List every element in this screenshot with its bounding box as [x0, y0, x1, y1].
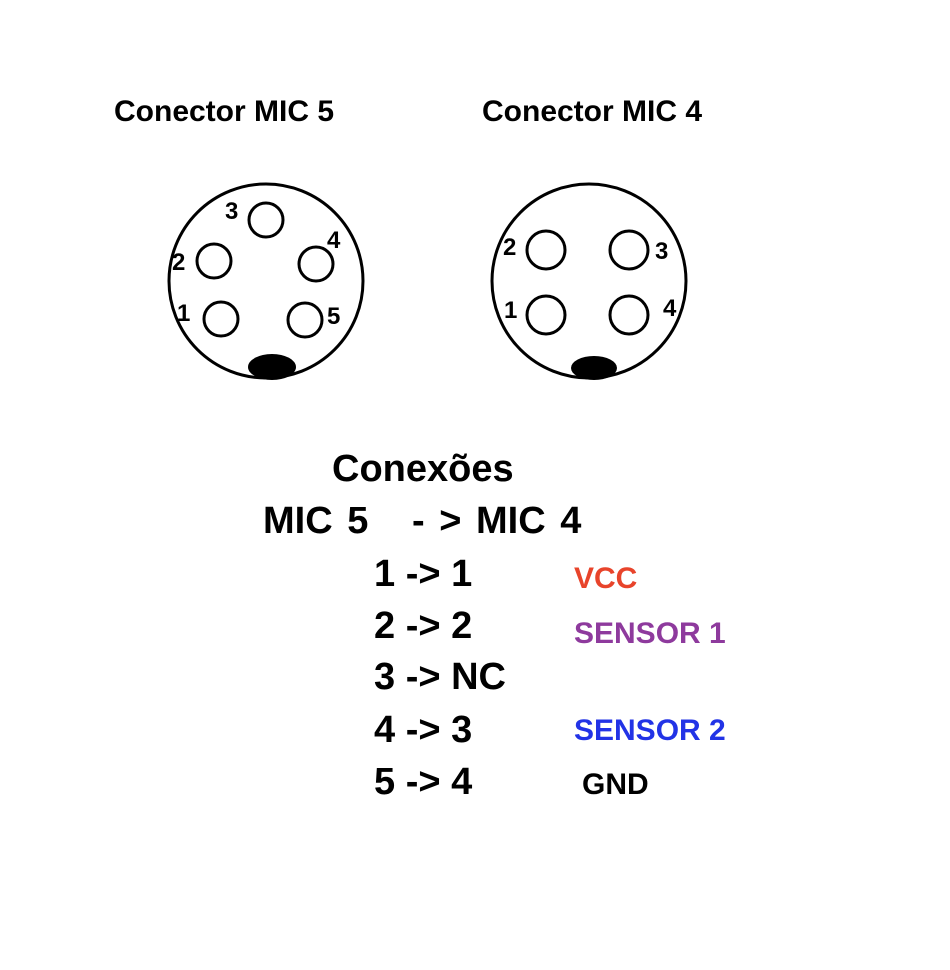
mic5-pin-label-3: 3	[225, 198, 238, 225]
mic4-pin-4	[608, 294, 650, 336]
mic5-connector: 1 2 3 4 5	[167, 182, 365, 380]
connection-pair-4: 4 -> 3	[374, 709, 473, 751]
connection-pair-1: 1 -> 1	[374, 553, 473, 595]
mic4-body	[490, 182, 688, 380]
mic5-pin-label-1: 1	[177, 300, 190, 327]
mic5-pin-1	[202, 300, 240, 338]
mic5-pin-label-5: 5	[327, 303, 340, 330]
signal-label-sensor-1: SENSOR 1	[574, 617, 726, 650]
mic4-key-notch	[571, 356, 617, 380]
mic5-connector-title: Conector MIC 5	[114, 95, 335, 128]
mic5-pin-label-4: 4	[327, 227, 341, 254]
connection-pair-5: 5 -> 4	[374, 761, 473, 803]
connection-pair-2: 2 -> 2	[374, 605, 473, 647]
signal-label-vcc: VCC	[574, 562, 638, 595]
mic4-pin-3	[608, 229, 650, 271]
mic4-connector-title: Conector MIC 4	[482, 95, 703, 128]
mic4-pin-label-2: 2	[503, 234, 516, 261]
mic4-pin-label-1: 1	[504, 297, 517, 324]
mic5-pin-label-2: 2	[172, 249, 185, 276]
mic5-key-notch	[248, 354, 296, 380]
mic4-pin-label-3: 3	[655, 238, 668, 265]
mic5-pin-5	[286, 301, 324, 339]
mic4-pin-2	[525, 229, 567, 271]
connections-heading: Conexões	[332, 448, 514, 490]
mic4-connector: 1 2 3 4	[490, 182, 688, 380]
signal-label-sensor-2: SENSOR 2	[574, 714, 726, 747]
mic5-pin-3	[247, 201, 285, 239]
mic5-pin-4	[297, 245, 335, 283]
mic4-pin-label-4: 4	[663, 295, 677, 322]
signal-label-gnd: GND	[582, 768, 649, 801]
mapping-header: MIC 5 - > MIC 4	[263, 500, 582, 542]
mic5-pin-2	[195, 242, 233, 280]
connector-diagrams: 1 2 3 4 5 1 2 3 4	[167, 182, 688, 380]
mic4-pin-1	[525, 294, 567, 336]
connection-pair-3: 3 -> NC	[374, 656, 506, 698]
